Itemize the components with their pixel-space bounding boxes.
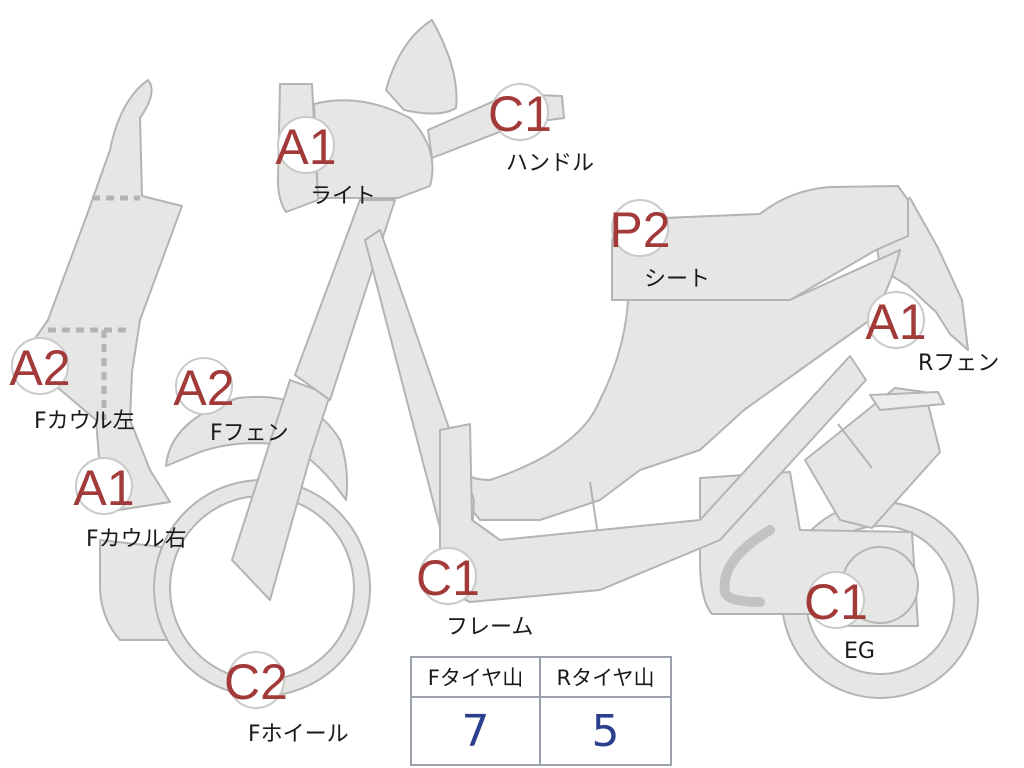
label-light: ライト	[310, 184, 376, 209]
grade-seat: P2	[609, 202, 670, 258]
seat-shape	[611, 185, 909, 301]
rear-tread-header: Rタイヤ山	[541, 658, 670, 698]
grade-f-wheel: C2	[224, 654, 288, 710]
part-badge-f-wheel: C2 Fホイール	[224, 651, 349, 747]
label-engine: EG	[844, 639, 875, 664]
label-f-cowl-right: Fカウル右	[86, 527, 187, 552]
grade-f-fender: A2	[173, 360, 234, 416]
label-f-cowl-left: Fカウル左	[34, 409, 135, 434]
part-badge-f-cowl-left: A2 Fカウル左	[9, 337, 135, 434]
grade-f-cowl-right: A1	[73, 460, 134, 516]
part-badge-f-fender: A2 Fフェン	[173, 357, 289, 446]
grade-light: A1	[275, 119, 336, 175]
part-badge-light: A1 ライト	[275, 116, 376, 209]
grade-engine: C1	[804, 574, 868, 630]
grade-r-fender: A1	[865, 294, 926, 350]
part-badge-frame: C1 フレーム	[416, 547, 533, 640]
rear-tread-value: 5	[591, 705, 620, 757]
part-badge-handle: C1 ハンドル	[488, 83, 594, 176]
label-r-fender: Rフェン	[918, 351, 999, 376]
label-f-wheel: Fホイール	[248, 722, 349, 747]
label-seat: シート	[644, 267, 710, 292]
part-badge-seat: P2 シート	[609, 199, 710, 292]
part-badge-engine: C1 EG	[804, 571, 875, 664]
tire-tread-table: Fタイヤ山 Rタイヤ山 7 5	[410, 656, 672, 766]
part-badge-r-fender: A1 Rフェン	[865, 291, 999, 376]
grade-f-cowl-left: A2	[9, 340, 70, 396]
part-badge-f-cowl-right: A1 Fカウル右	[73, 457, 187, 552]
front-tread-value: 7	[412, 698, 541, 764]
label-frame: フレーム	[446, 615, 533, 640]
label-handle: ハンドル	[506, 151, 594, 176]
label-f-fender: Fフェン	[210, 421, 289, 446]
grade-frame: C1	[416, 550, 480, 606]
grade-handle: C1	[488, 86, 552, 142]
engine-unit	[699, 387, 945, 627]
front-tread-header: Fタイヤ山	[412, 658, 541, 698]
